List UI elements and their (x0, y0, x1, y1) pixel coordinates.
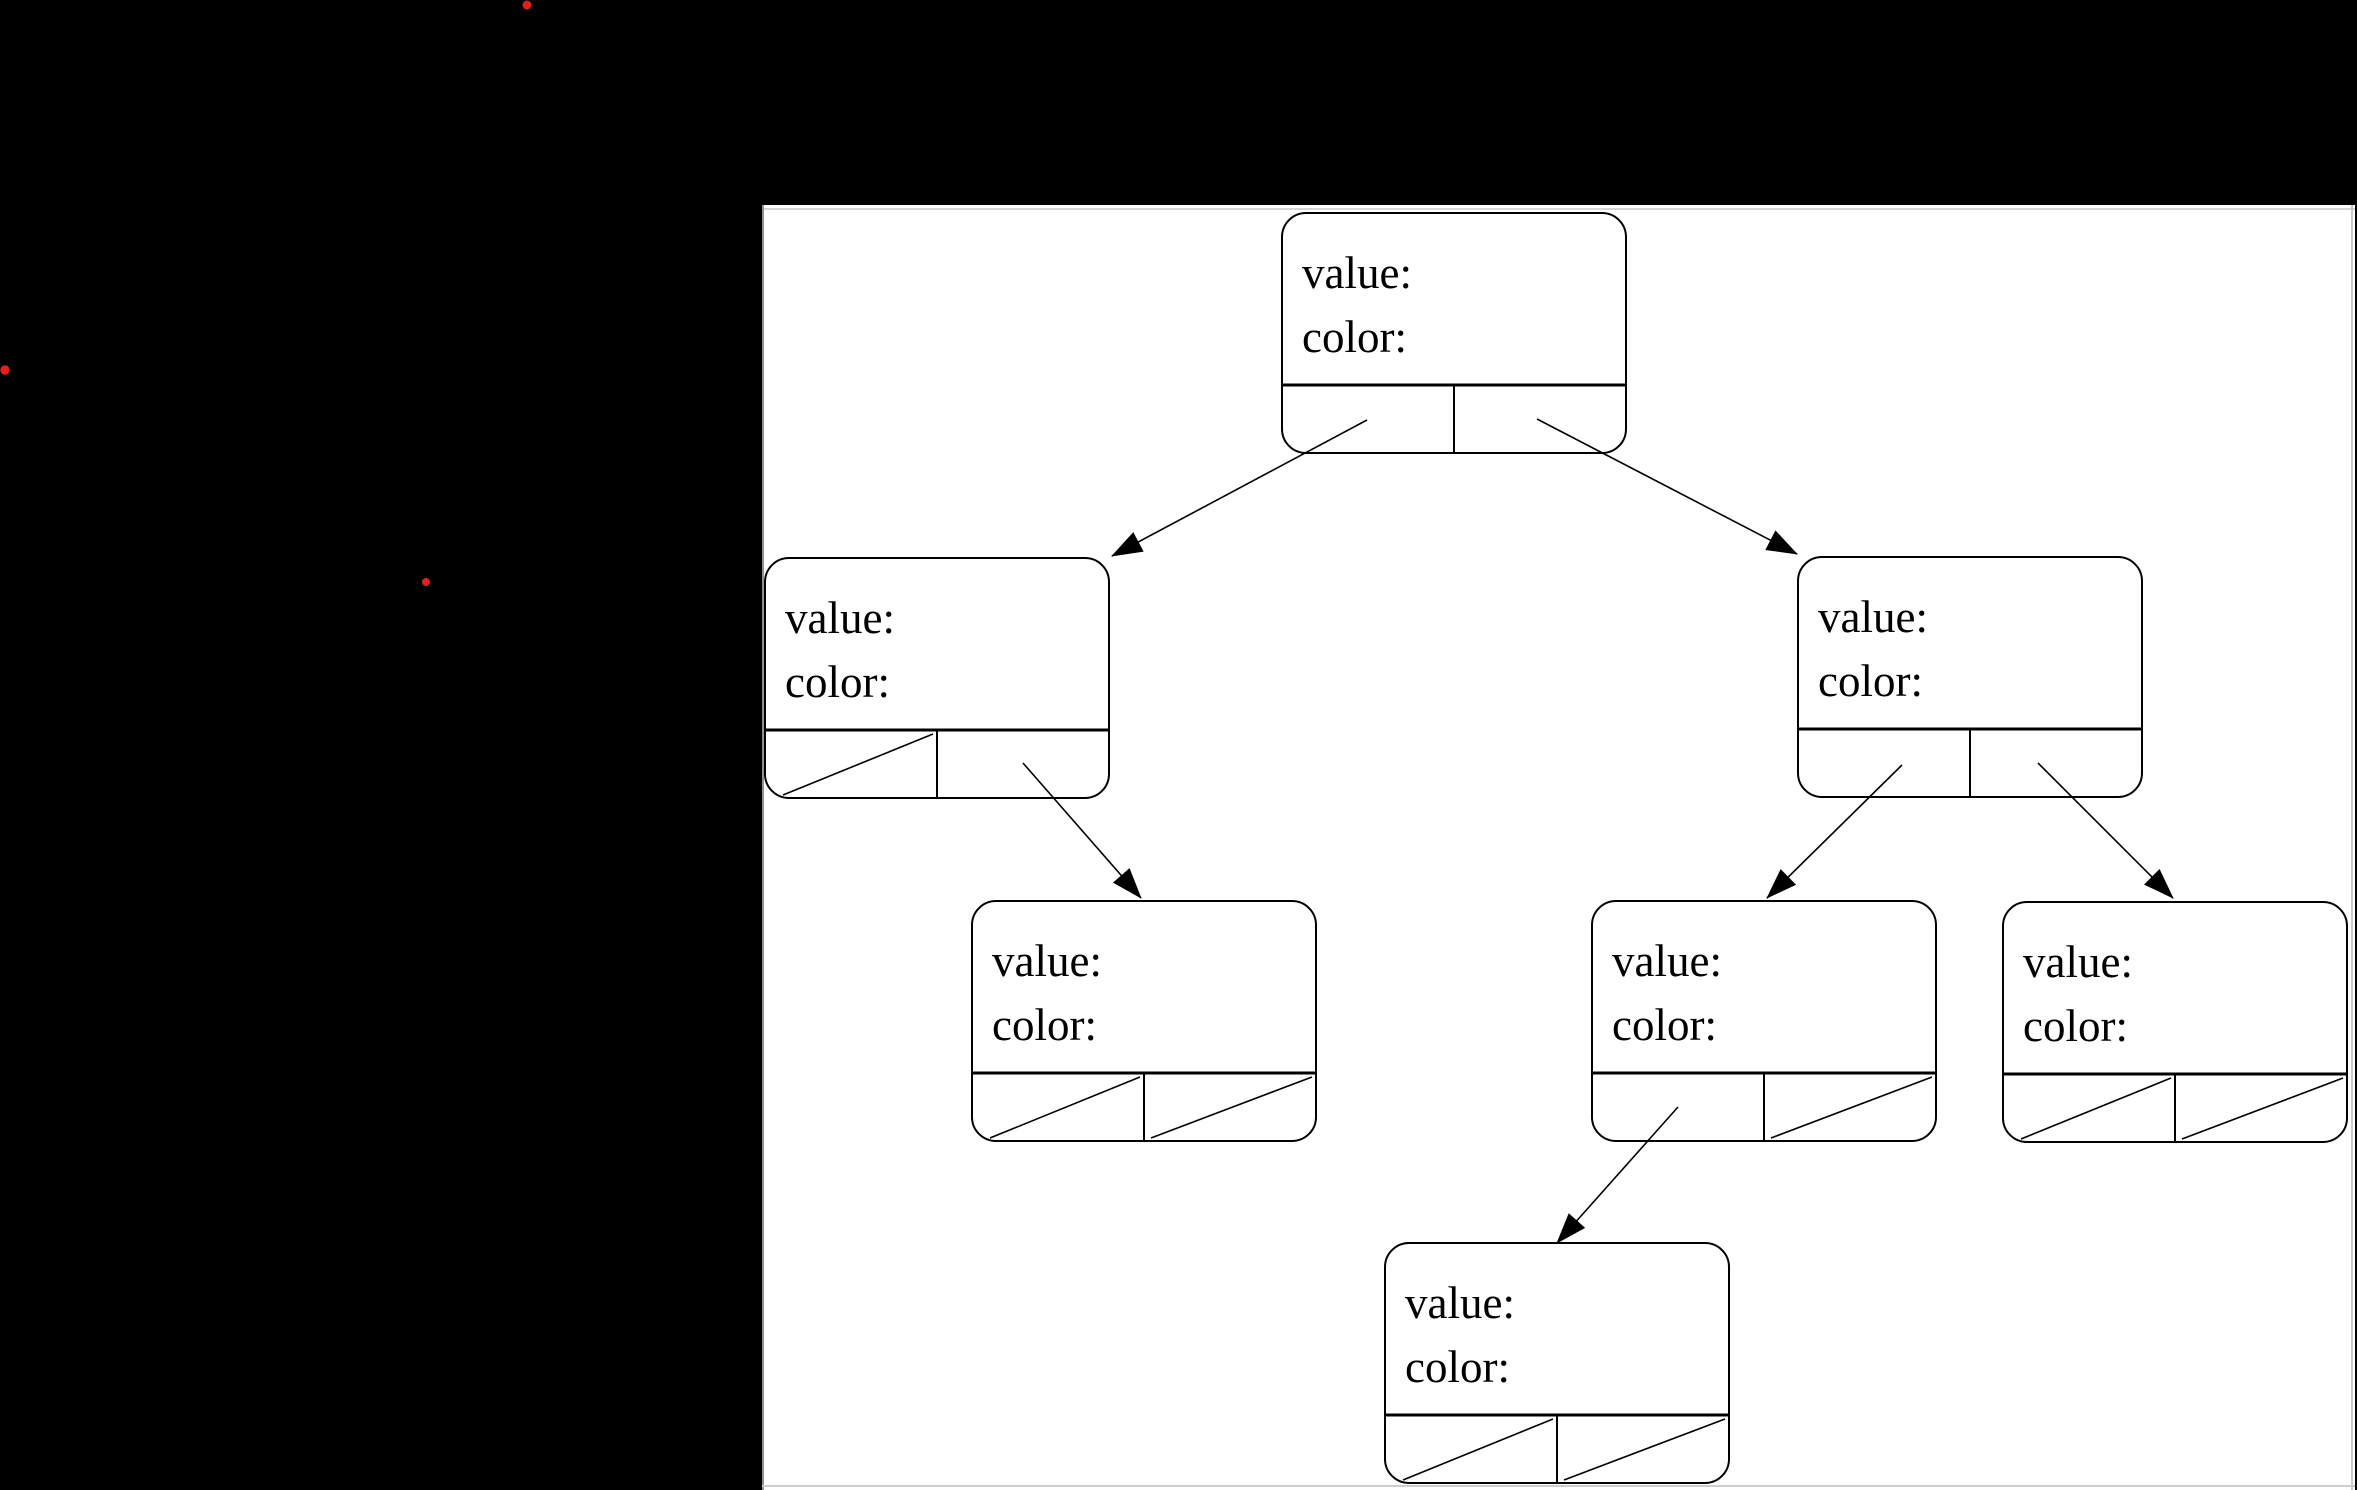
null-left-pointer-slash (1402, 1418, 1554, 1481)
null-right-pointer-slash (1770, 1076, 1933, 1139)
tree-node-left-child: value: color: (764, 557, 1110, 799)
node-value-label: value: (1818, 592, 1928, 642)
node-value-label: value: (992, 936, 1102, 986)
node-color-label: color: (1818, 656, 1923, 706)
node-color-label: color: (1612, 1000, 1717, 1050)
tree-node-right-left-grandchild: value: color: (1591, 900, 1937, 1142)
node-color-label: color: (1405, 1342, 1510, 1392)
tree-node-right-right-grandchild: value: color: (2002, 901, 2348, 1143)
pointer-arrow-right-child-to-right-grandchild (2037, 762, 2174, 899)
null-right-pointer-slash (2181, 1077, 2344, 1140)
node-color-label: color: (785, 657, 890, 707)
pointer-arrow-right-left-grandchild-to-child (1556, 1106, 1679, 1244)
null-right-pointer-slash (1563, 1418, 1726, 1481)
tree-node-right-child: value: color: (1797, 556, 2143, 798)
red-dot-3 (422, 578, 430, 586)
node-color-label: color: (992, 1000, 1097, 1050)
tree-node-left-right-grandchild: value: color: (971, 900, 1317, 1142)
pointer-arrow-right-child-to-left-grandchild (1766, 764, 1903, 899)
pointer-arrow-left-child-to-right-grandchild (1022, 762, 1142, 899)
node-value-label: value: (1612, 936, 1722, 986)
pointer-arrow-root-to-left-child (1111, 419, 1368, 557)
red-dot-1 (522, 0, 532, 10)
node-value-label: value: (785, 593, 895, 643)
null-left-pointer-slash (2020, 1077, 2172, 1140)
node-color-label: color: (1302, 312, 1407, 362)
node-value-label: value: (2023, 937, 2133, 987)
node-value-label: value: (1302, 248, 1412, 298)
null-right-pointer-slash (1150, 1076, 1313, 1139)
null-left-pointer-slash (782, 733, 934, 796)
tree-node-right-left-left-greatgrandchild: value: color: (1384, 1242, 1730, 1484)
node-value-label: value: (1405, 1278, 1515, 1328)
red-dot-2 (0, 365, 10, 375)
tree-node-root: value: color: (1281, 212, 1627, 454)
node-color-label: color: (2023, 1001, 2128, 1051)
null-left-pointer-slash (989, 1076, 1141, 1139)
pointer-arrow-root-to-right-child (1536, 418, 1798, 555)
